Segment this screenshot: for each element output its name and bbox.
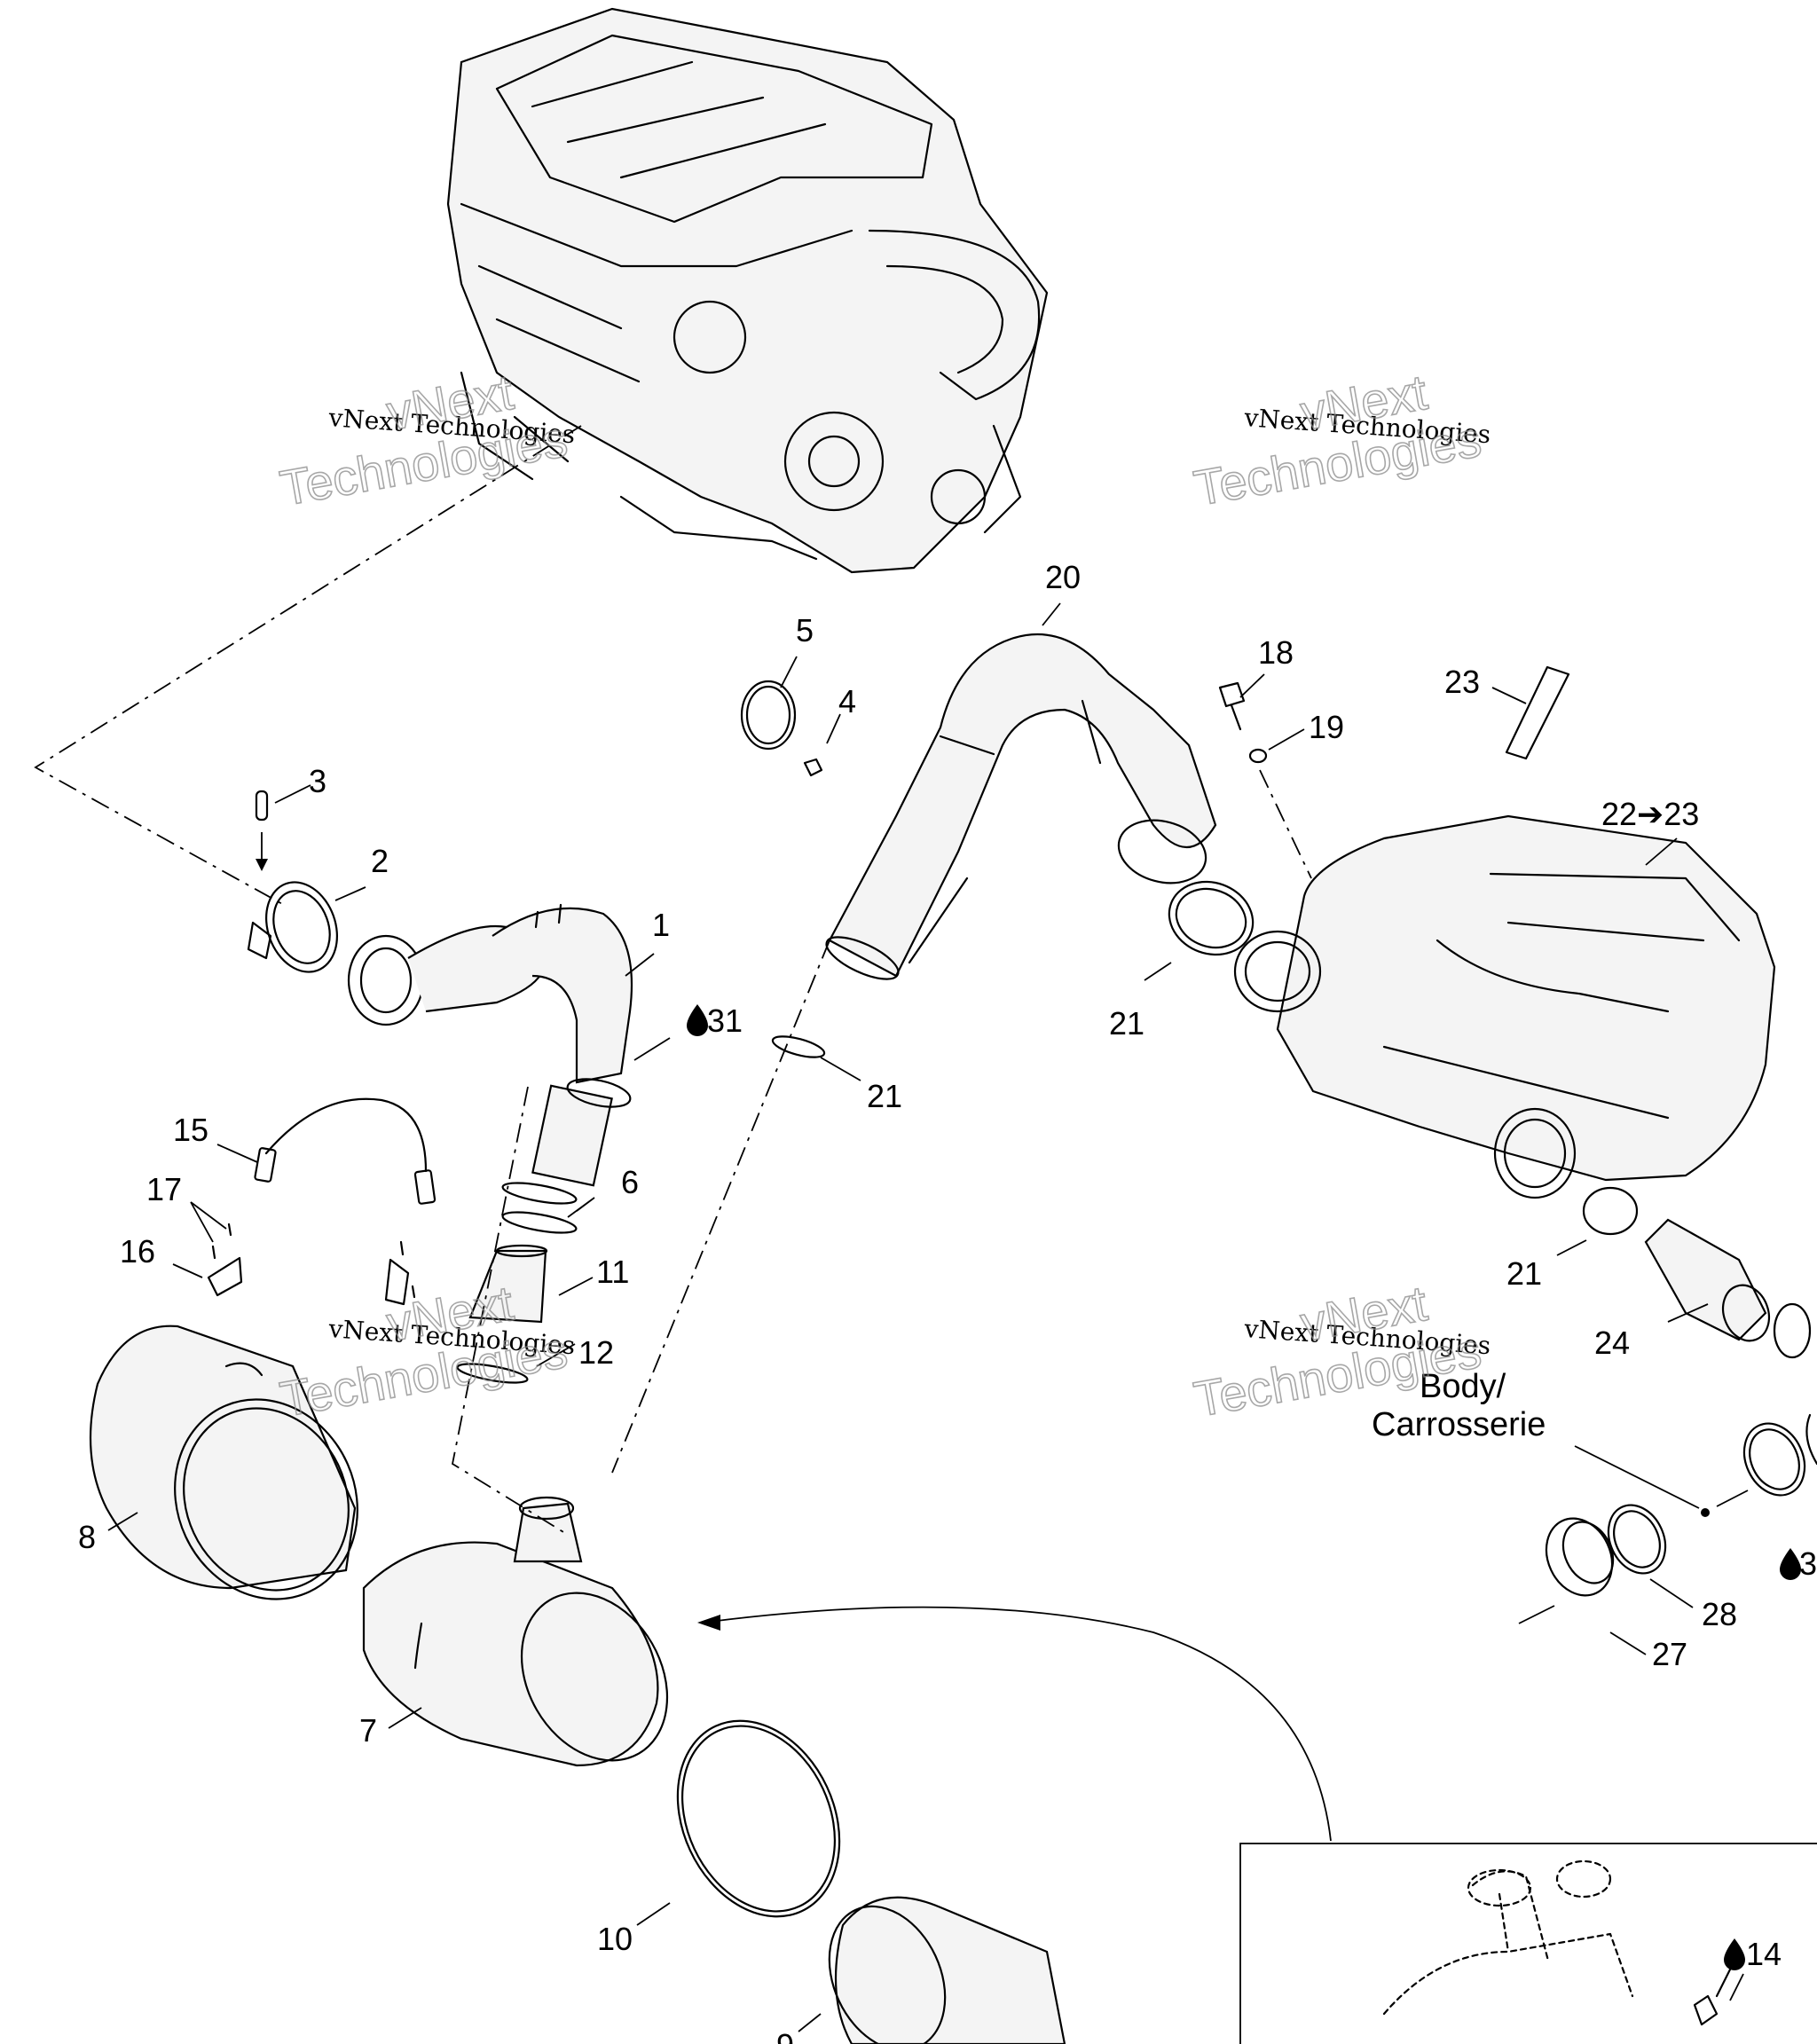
- callout-24: 24: [1594, 1325, 1630, 1361]
- gasket-right-edge: [1742, 1413, 1817, 1497]
- callout-21-c: 21: [1506, 1255, 1542, 1292]
- oil-drop-icon: [687, 1004, 708, 1036]
- oil-drop-icon: [1724, 1938, 1745, 1970]
- callout-28: 28: [1702, 1596, 1737, 1632]
- bolt-part-18: [1218, 681, 1246, 731]
- washer-part-19: [1248, 748, 1268, 764]
- rod-part-23: [1505, 665, 1570, 760]
- callout-1: 1: [652, 907, 670, 943]
- pin-part-3: [255, 790, 269, 871]
- strap-part-15: [254, 1097, 437, 1205]
- oil-drop-icon: [1780, 1548, 1801, 1580]
- clamp-part-12: [456, 1363, 529, 1384]
- inset-detail-frame: [1239, 1843, 1817, 2044]
- callout-5: 5: [796, 612, 814, 649]
- muffler-part-7: [362, 1496, 669, 1767]
- clamp-part-2: [247, 881, 338, 973]
- callout-21-b: 21: [867, 1078, 902, 1114]
- tail-pipe-part-20: [825, 633, 1217, 980]
- callout-19: 19: [1309, 709, 1344, 745]
- callout-10: 10: [597, 1921, 633, 1957]
- clamp-part-21-a: [1168, 880, 1255, 956]
- callout-8: 8: [78, 1519, 96, 1555]
- callout-27: 27: [1652, 1636, 1687, 1672]
- callout-17: 17: [146, 1171, 182, 1207]
- inset-detail-part: [1382, 1859, 1736, 2026]
- silencer-box-part-22: [1233, 814, 1776, 1199]
- ring-part-10: [676, 1719, 841, 1918]
- sleeve-part-11: [468, 1244, 548, 1324]
- callout-6: 6: [621, 1164, 639, 1200]
- clamp-part-5: [740, 680, 797, 751]
- callout-18: 18: [1258, 634, 1294, 671]
- callout-12: 12: [578, 1334, 614, 1371]
- connector-part-24: [1644, 1218, 1812, 1359]
- gasket-part-28: [1607, 1504, 1667, 1575]
- callout-3: 3: [309, 763, 326, 799]
- clamp-part-21-c: [1582, 1186, 1639, 1236]
- engine-assembly: [446, 7, 1049, 574]
- callout-numbers: 1 2 3 4 5 6 7 8 9 10 11 12 14 15 16 17 1…: [78, 559, 1817, 2044]
- body-label-line1: Body/: [1420, 1368, 1506, 1405]
- clamp-part-21-b: [771, 1035, 826, 1058]
- callout-7: 7: [359, 1712, 377, 1749]
- callout-11: 11: [596, 1254, 629, 1290]
- callout-15: 15: [173, 1112, 208, 1148]
- callout-16: 16: [120, 1233, 155, 1270]
- clamps-part-6: [501, 1182, 578, 1234]
- muffler-shell-part-8: [89, 1325, 358, 1600]
- body-label-line2: Carrosserie: [1372, 1406, 1546, 1443]
- leader-lines: [107, 602, 1744, 2032]
- callout-9: 9: [776, 2027, 794, 2044]
- callout-31: 31: [707, 1002, 743, 1039]
- callout-22-23: 22➔23: [1601, 796, 1699, 832]
- callout-2: 2: [371, 843, 389, 879]
- callout-14: 14: [1746, 1936, 1782, 1972]
- callout-4: 4: [838, 683, 856, 719]
- bracket-part-16: [207, 1222, 416, 1306]
- callout-20: 20: [1045, 559, 1081, 595]
- callout-3-right: 3: [1799, 1545, 1817, 1582]
- manifold-pipe-part-1: [347, 903, 633, 1187]
- callout-21-a: 21: [1109, 1005, 1144, 1042]
- filter-part-9: [828, 1896, 1066, 2044]
- callout-23: 23: [1444, 664, 1480, 700]
- nut-part-4: [803, 758, 823, 777]
